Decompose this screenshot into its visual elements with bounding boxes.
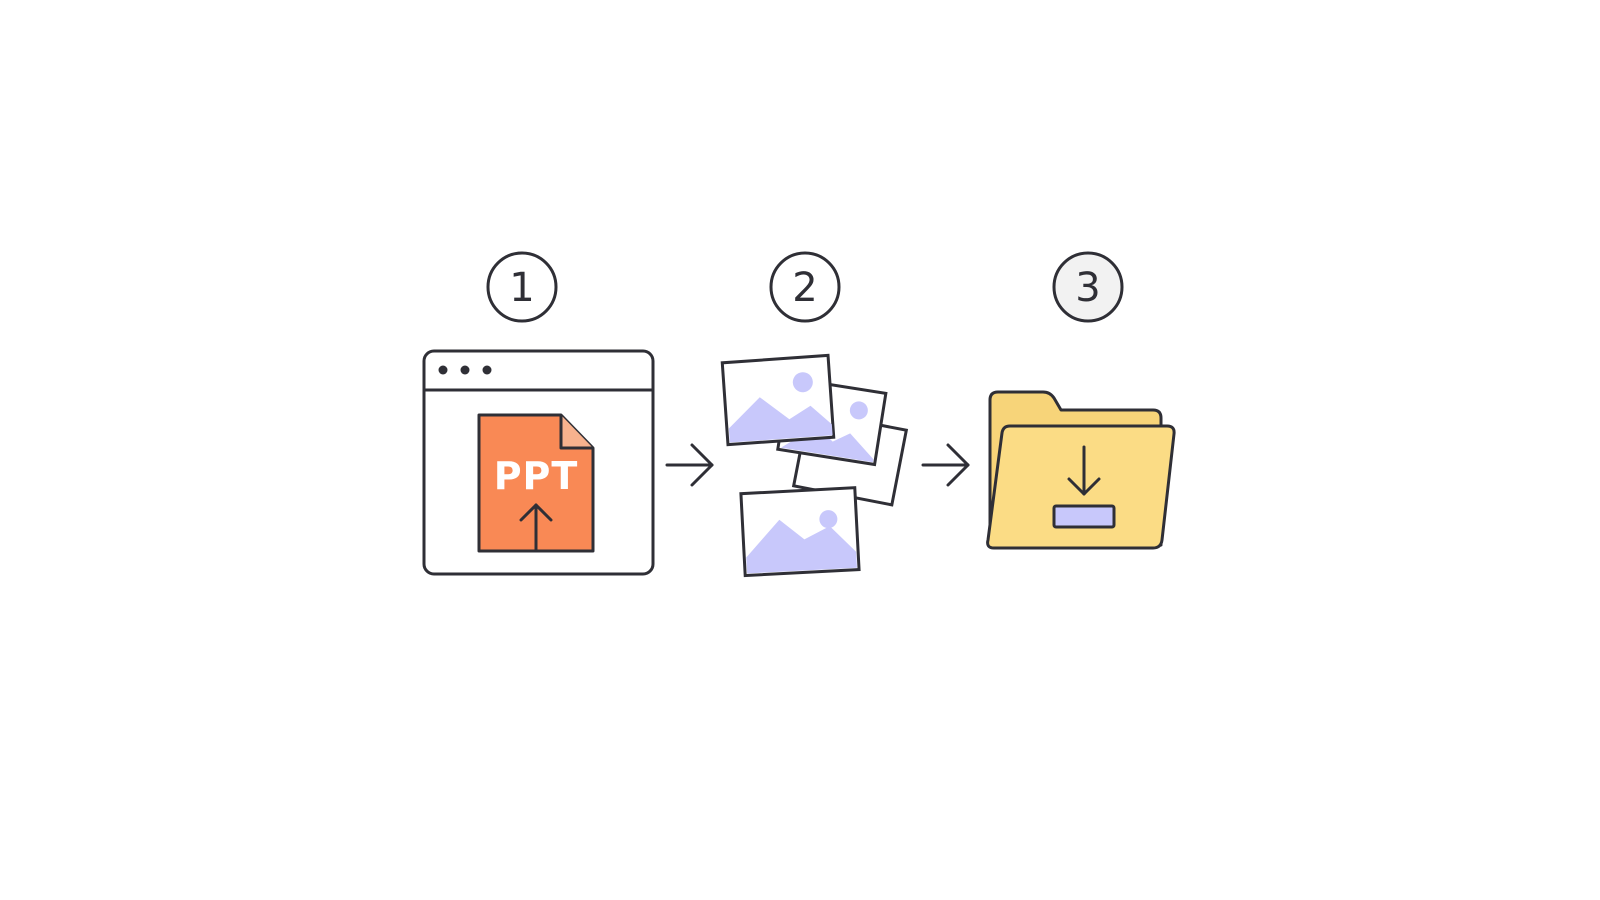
image-stack-icon	[720, 353, 909, 578]
arrow-right-icon	[665, 443, 714, 487]
ppt-file-icon: PPT	[477, 413, 595, 553]
image-card-icon	[720, 353, 836, 447]
window-dot-icon	[438, 365, 448, 375]
download-tray-icon	[1052, 504, 1116, 529]
ppt-file-label: PPT	[494, 454, 579, 498]
upload-arrow-icon	[519, 503, 553, 553]
step-2-badge: 2	[769, 251, 841, 323]
step-1-number: 1	[509, 265, 534, 311]
window-dot-icon	[482, 365, 492, 375]
browser-window-icon: PPT	[422, 349, 655, 576]
step-1-badge: 1	[486, 251, 558, 323]
download-arrow-icon	[1067, 445, 1101, 496]
folder-download-icon	[986, 390, 1176, 550]
step-3-number: 3	[1075, 265, 1100, 311]
window-dot-icon	[460, 365, 470, 375]
arrow-right-icon	[921, 443, 970, 487]
image-card-icon	[739, 486, 861, 578]
step-3-badge: 3	[1052, 251, 1124, 323]
step-2-number: 2	[792, 265, 817, 311]
